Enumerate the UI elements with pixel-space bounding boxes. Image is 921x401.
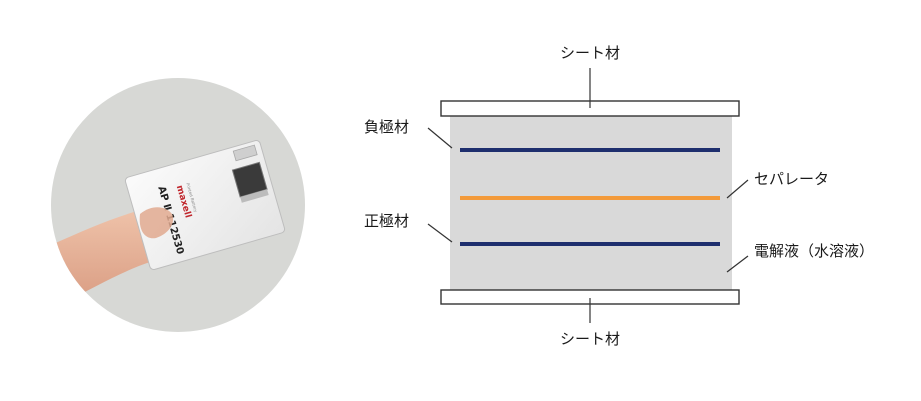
label-sheet-bottom: シート材 [560, 330, 620, 348]
label-cathode: 正極材 [364, 212, 409, 230]
leader-cathode [427, 223, 453, 243]
electrolyte-area [450, 116, 732, 291]
label-electrolyte: 電解液（水溶液） [754, 242, 874, 260]
label-anode: 負極材 [364, 118, 409, 136]
leader-separator [726, 179, 749, 199]
label-sheet-top: シート材 [560, 44, 620, 62]
leader-electrolyte [726, 255, 749, 273]
terminal-top [232, 144, 258, 162]
thumb [139, 207, 174, 239]
label-separator: セパレータ [754, 170, 829, 188]
leader-anode [427, 127, 453, 149]
